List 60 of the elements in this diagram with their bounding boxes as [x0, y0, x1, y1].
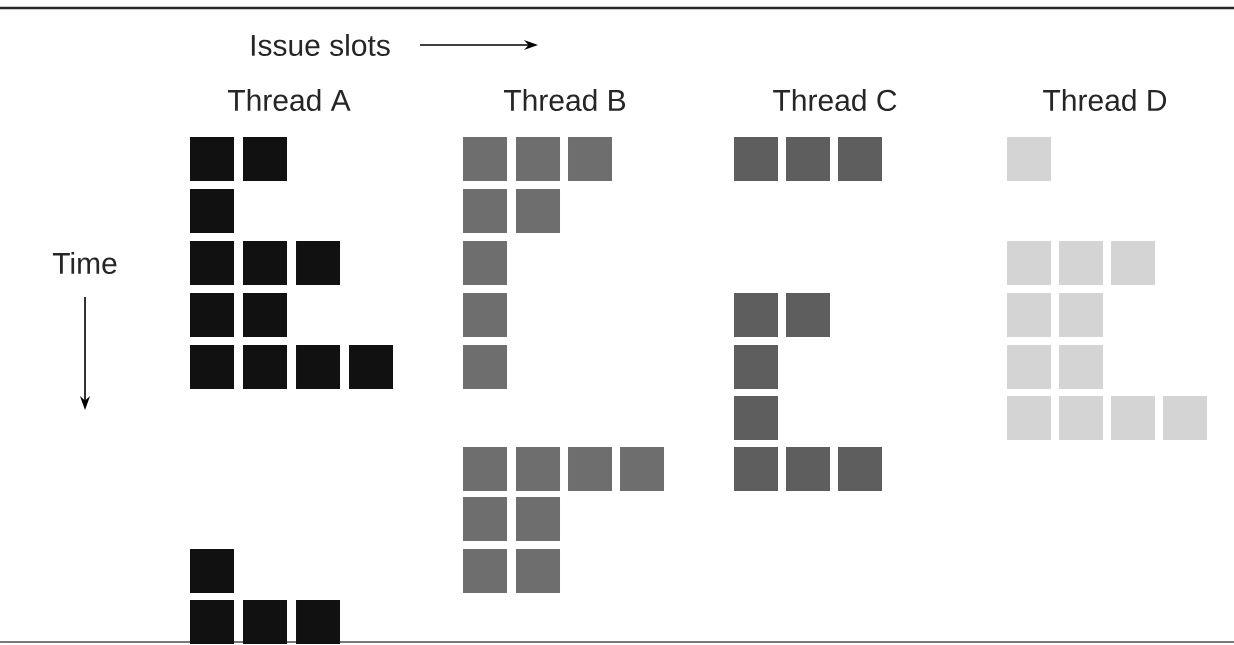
slot-square — [734, 345, 778, 389]
slot-square — [463, 549, 507, 593]
slot-square — [463, 447, 507, 491]
slot-square — [296, 600, 340, 644]
slot-square — [190, 293, 234, 337]
slot-square — [1007, 137, 1051, 181]
slot-square — [463, 241, 507, 285]
slot-square — [1111, 396, 1155, 440]
slot-square — [349, 345, 393, 389]
slot-square — [1007, 241, 1051, 285]
slot-square — [243, 293, 287, 337]
slot-square — [463, 189, 507, 233]
slot-square — [516, 497, 560, 541]
slot-square — [568, 447, 612, 491]
slot-square — [463, 497, 507, 541]
slot-square — [243, 600, 287, 644]
slot-square — [838, 137, 882, 181]
slot-square — [838, 447, 882, 491]
slot-square — [734, 396, 778, 440]
slot-square — [620, 447, 664, 491]
slot-square — [516, 137, 560, 181]
column-heading: Thread D — [1043, 89, 1167, 111]
slot-square — [734, 137, 778, 181]
slot-square — [786, 137, 830, 181]
slot-square — [1059, 345, 1103, 389]
slot-square — [1059, 293, 1103, 337]
slot-square — [243, 241, 287, 285]
slot-square — [516, 189, 560, 233]
slot-square — [734, 447, 778, 491]
slot-square — [190, 600, 234, 644]
slot-square — [463, 345, 507, 389]
slot-square — [1059, 396, 1103, 440]
column-heading: Thread A — [227, 89, 351, 111]
slot-square — [1111, 241, 1155, 285]
slot-square — [734, 293, 778, 337]
slot-square — [1059, 241, 1103, 285]
slot-square — [1007, 293, 1051, 337]
slot-square — [190, 241, 234, 285]
slot-square — [296, 241, 340, 285]
slot-square — [1163, 396, 1207, 440]
column-heading: Thread C — [773, 89, 897, 111]
slot-square — [190, 345, 234, 389]
slot-square — [190, 189, 234, 233]
axis-label: Time — [52, 252, 117, 274]
slot-square — [516, 447, 560, 491]
slot-square — [243, 345, 287, 389]
slot-square — [568, 137, 612, 181]
slot-square — [190, 137, 234, 181]
slot-square — [786, 447, 830, 491]
slot-square — [786, 293, 830, 337]
axis-label: Issue slots — [251, 34, 390, 56]
slot-square — [190, 549, 234, 593]
slot-square — [243, 137, 287, 181]
column-heading: Thread B — [503, 89, 626, 111]
slot-square — [296, 345, 340, 389]
slot-square — [516, 549, 560, 593]
slot-square — [1007, 396, 1051, 440]
slot-square — [463, 293, 507, 337]
slot-square — [1007, 345, 1051, 389]
slot-square — [463, 137, 507, 181]
